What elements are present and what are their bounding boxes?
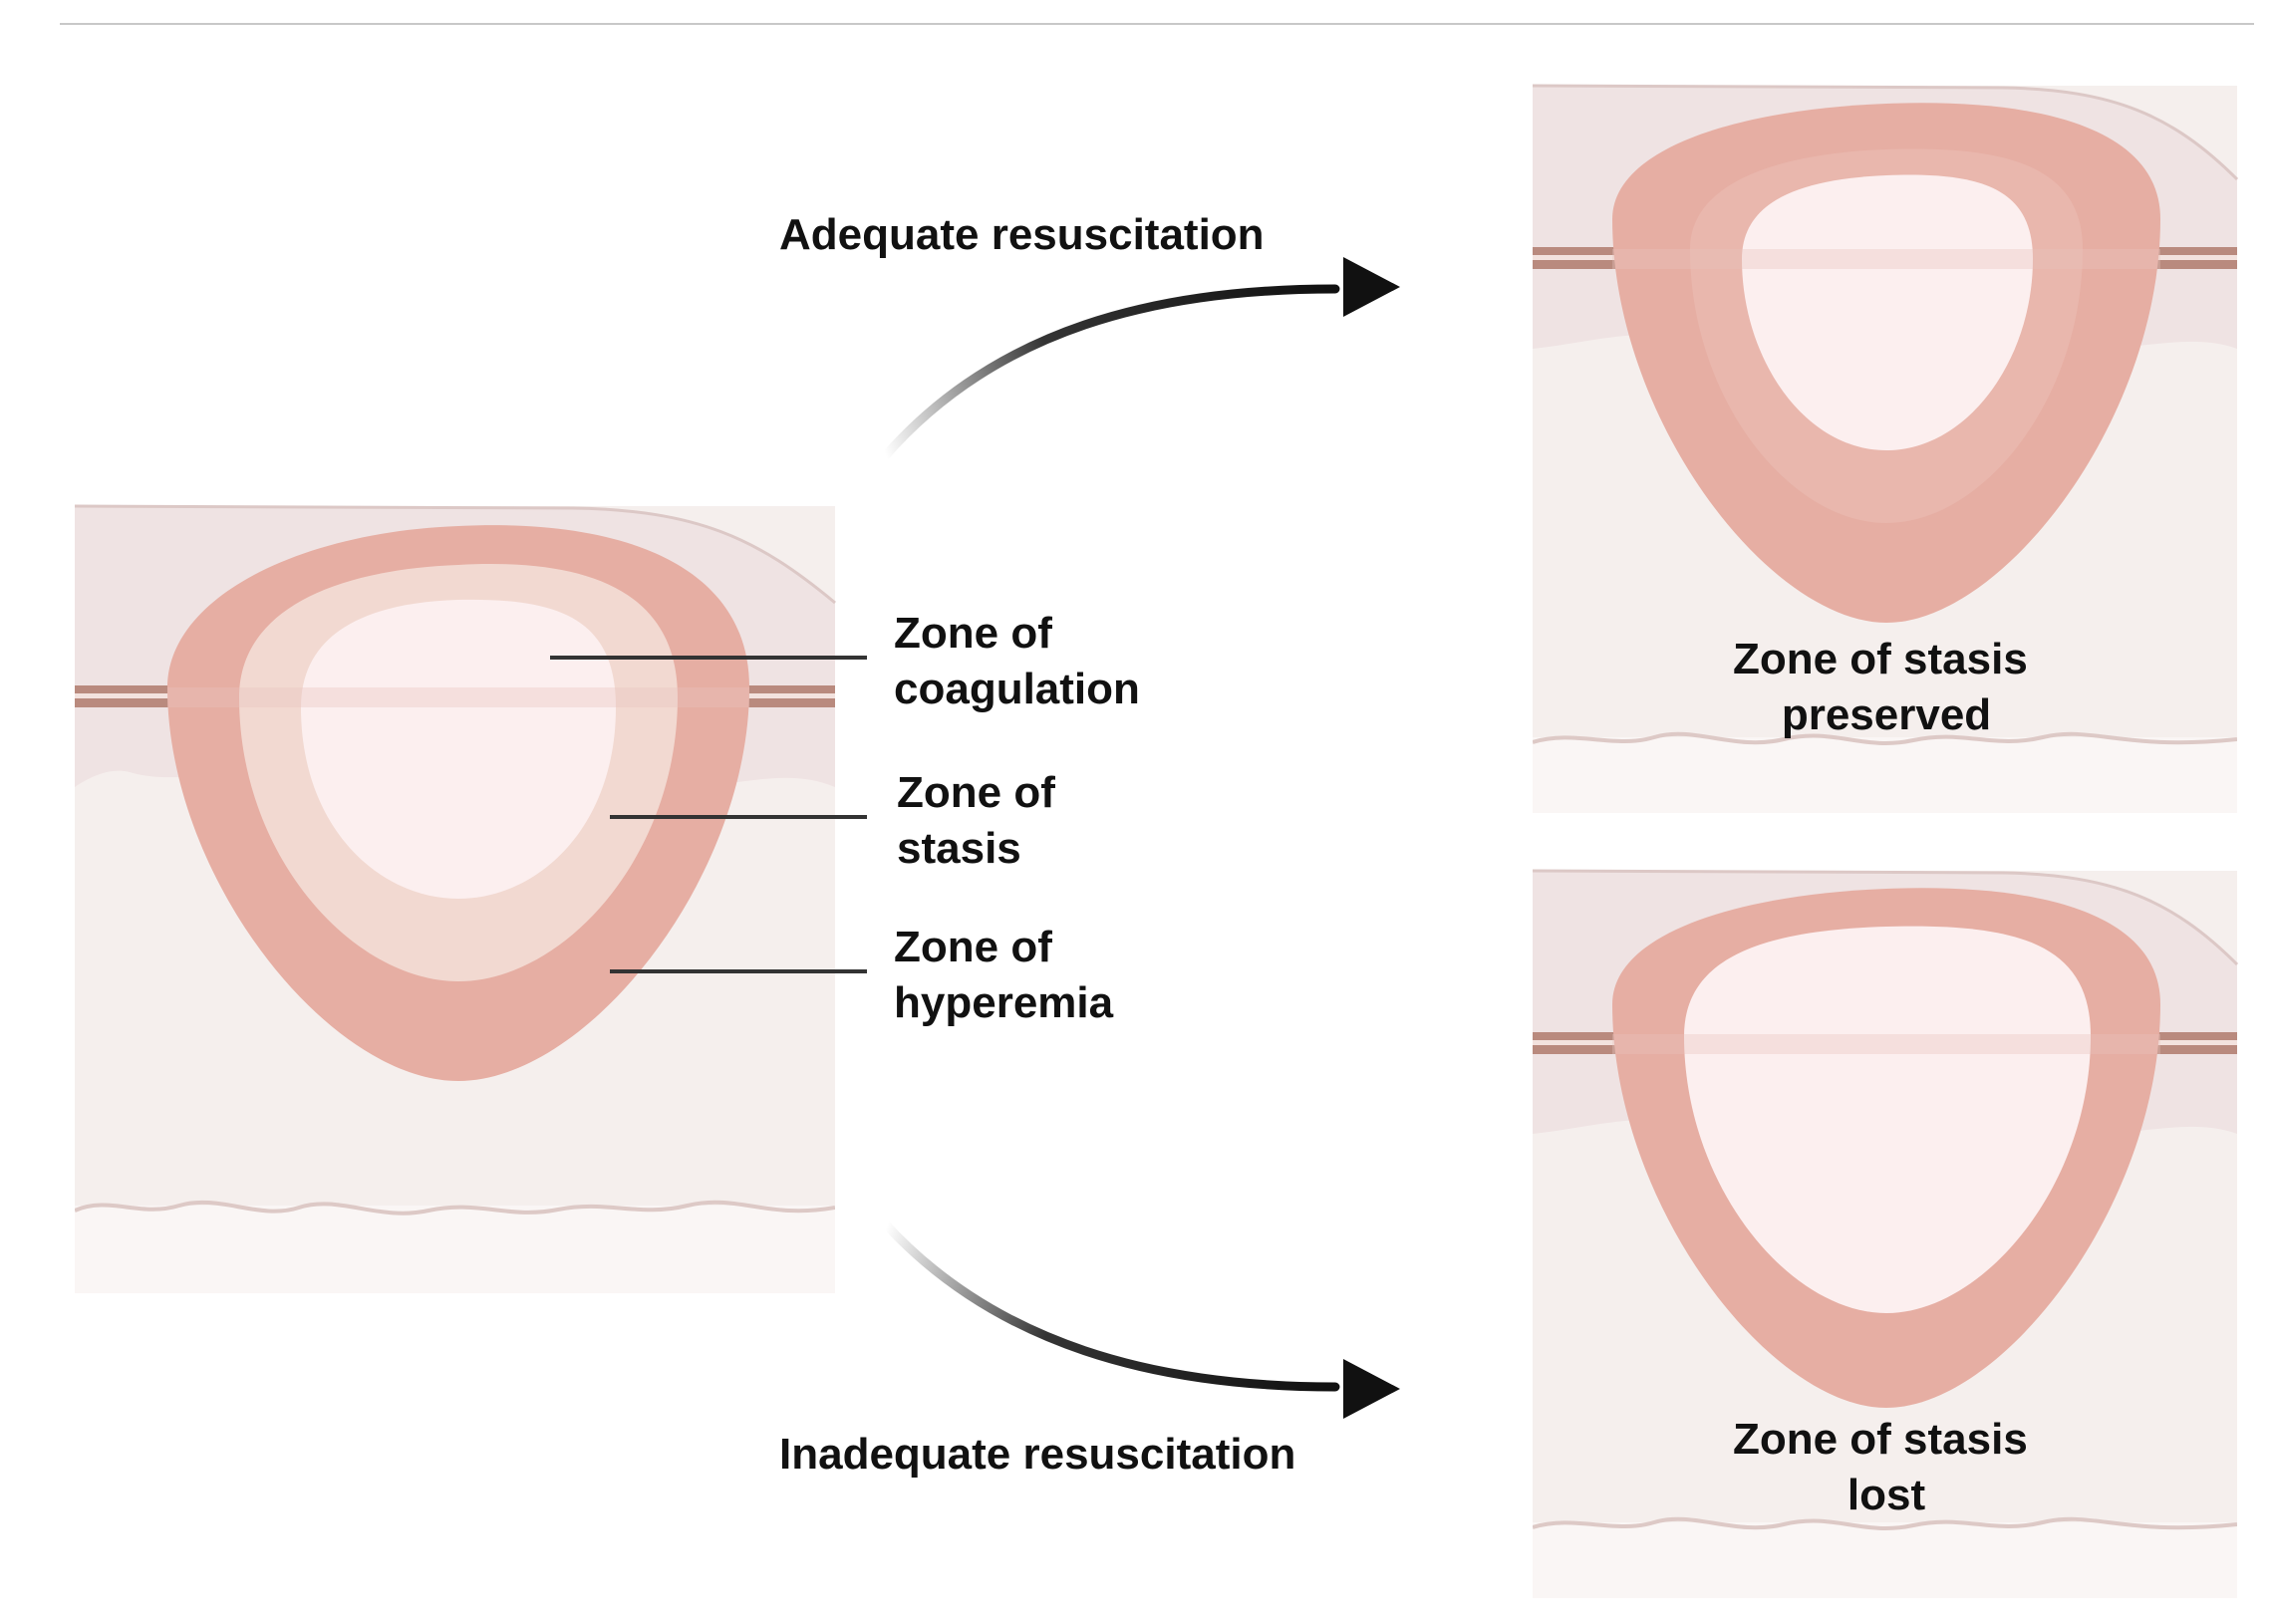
adequate-arrowhead — [1343, 257, 1400, 317]
svg-text:Zone of stasis lost: Zone of stasis lost — [1733, 1415, 2040, 1519]
epidermis-top-outline — [74, 504, 836, 605]
zone-coagulation-line1: Zone of — [894, 609, 1052, 658]
lost-line1: Zone of stasis — [1733, 1415, 2028, 1464]
preserved-line1: Zone of stasis — [1733, 635, 2028, 683]
zone-of-coagulation-shape — [301, 599, 616, 899]
zone-hyperemia-line2: hyperemia — [894, 978, 1114, 1027]
hypodermis-layer-br — [1533, 1522, 2237, 1598]
svg-text:Zone of stasis preserved: Zone of stasis preserved — [1733, 635, 2040, 739]
zone-hyperemia-line1: Zone of — [894, 923, 1052, 971]
svg-text:Zone of hyperemia: Zone of hyperemia — [894, 923, 1114, 1027]
epidermis-top-outline-br — [1532, 869, 2239, 966]
zone-coagulation-line2: coagulation — [894, 665, 1140, 713]
adequate-label: Adequate resuscitation — [779, 210, 1265, 259]
hypodermis-border — [75, 1200, 835, 1216]
hypodermis-layer-tr — [1533, 737, 2237, 813]
skin-panel-initial — [75, 506, 835, 1293]
adequate-arrow — [880, 284, 1340, 461]
inadequate-arrow — [880, 1218, 1340, 1392]
coagulation-shape-tr — [1742, 174, 2033, 450]
svg-text:Zone of coagulation: Zone of coagulation — [894, 609, 1140, 713]
inadequate-arrowhead — [1343, 1359, 1400, 1419]
svg-text:Zone of stasis: Zone of stasis — [897, 768, 1067, 873]
hypodermis-layer — [75, 1206, 835, 1293]
preserved-line2: preserved — [1782, 690, 1991, 739]
zone-stasis-line1: Zone of — [897, 768, 1055, 817]
skin-panel-lost — [1533, 871, 2237, 1598]
stripe-overlay-br — [1612, 1034, 2160, 1054]
stripe-overlay-tr — [1612, 249, 2160, 269]
skin-panel-preserved — [1533, 86, 2237, 813]
coagulation-expanded-shape — [1684, 926, 2091, 1313]
hypodermis-border-br — [1533, 1516, 2237, 1530]
epidermis-top-outline-tr — [1532, 84, 2239, 181]
hypodermis-border-tr — [1533, 731, 2237, 745]
inadequate-label: Inadequate resuscitation — [779, 1430, 1295, 1479]
lost-line2: lost — [1848, 1471, 1926, 1519]
zone-stasis-line2: stasis — [897, 824, 1021, 873]
stripe-overlay — [167, 687, 749, 707]
